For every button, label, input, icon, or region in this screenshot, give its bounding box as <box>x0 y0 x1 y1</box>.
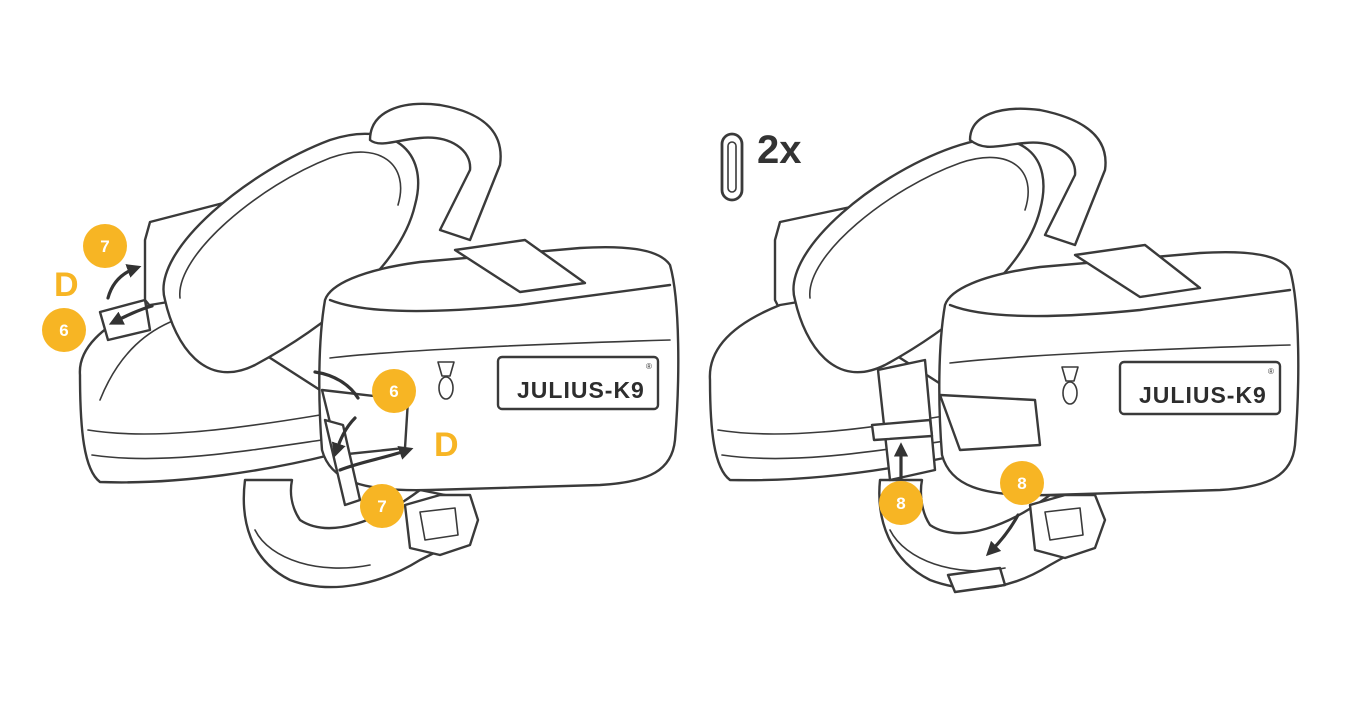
arrow-step7-left <box>106 264 142 300</box>
quantity-label: 2x <box>757 128 802 172</box>
step-badge-6-center: 6 <box>372 369 416 413</box>
svg-text:6: 6 <box>389 382 398 401</box>
svg-text:8: 8 <box>896 494 905 513</box>
svg-text:8: 8 <box>1017 474 1026 493</box>
right-harness-illustration: JULIUS-K9 ® 8 8 <box>708 107 1300 594</box>
strap-loop-icon <box>720 132 744 202</box>
step-badge-7-top-left: 7 <box>83 224 127 268</box>
registered-mark-right: ® <box>1268 367 1274 376</box>
step-badge-8-left: 8 <box>879 481 923 525</box>
arrow-step7-right <box>338 446 414 472</box>
d-ring-label-right: D <box>434 426 459 464</box>
step-badge-8-right: 8 <box>1000 461 1044 505</box>
step-badge-7-bottom: 7 <box>360 484 404 528</box>
svg-text:6: 6 <box>59 321 68 340</box>
quantity-indicator: 2x <box>720 128 802 202</box>
svg-text:7: 7 <box>100 237 109 256</box>
brand-label-right: JULIUS-K9 <box>1139 382 1267 408</box>
left-harness-illustration: JULIUS-K9 ® 7 6 6 7 D D <box>42 102 680 589</box>
svg-text:7: 7 <box>377 497 386 516</box>
brand-label-left: JULIUS-K9 <box>517 377 645 403</box>
registered-mark-left: ® <box>646 362 652 371</box>
arrow-loop-left <box>313 370 360 400</box>
step-badge-6-left: 6 <box>42 308 86 352</box>
d-ring-label-left: D <box>54 266 79 304</box>
arrow-step6-right <box>331 416 357 458</box>
arrow-step8-down <box>985 513 1020 557</box>
arrow-step6-left <box>108 304 154 325</box>
